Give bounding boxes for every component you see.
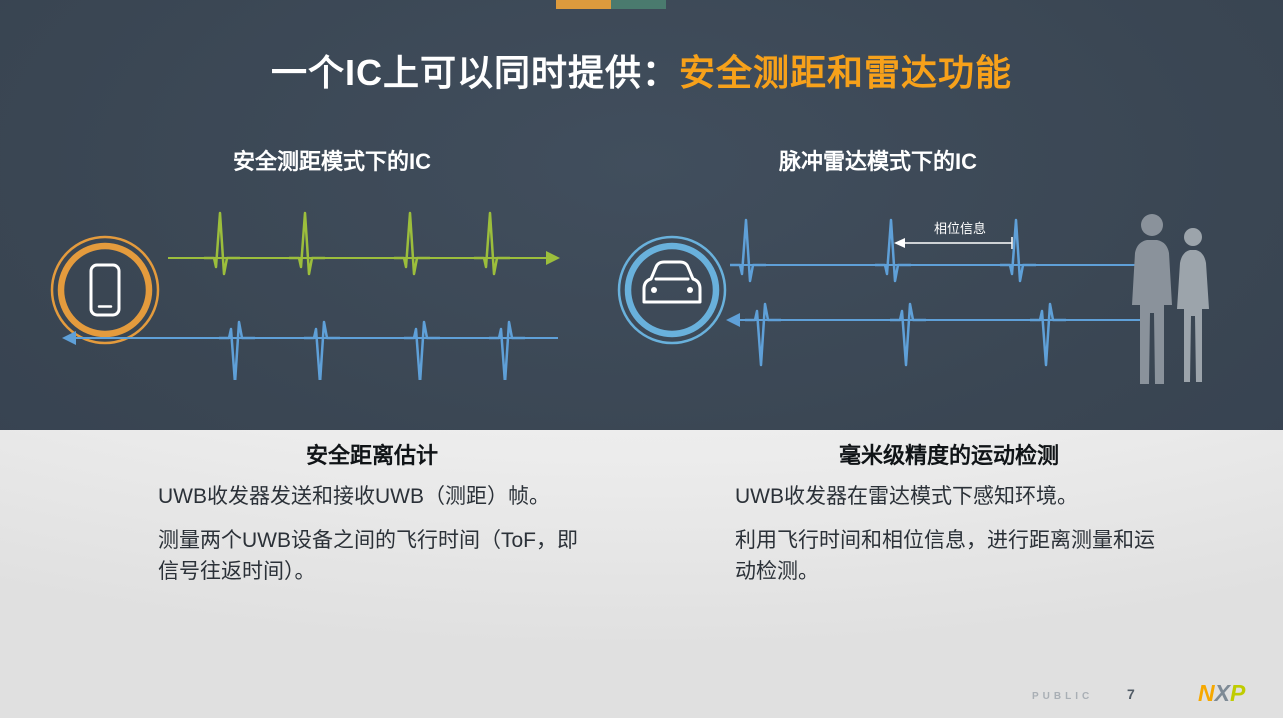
nxp-logo-letter-p: P (1229, 680, 1246, 706)
left-caption-paragraph-1: UWB收发器发送和接收UWB（测距）帧。 (158, 485, 550, 508)
nxp-logo-letter-n: N (1198, 680, 1215, 706)
slide-title-highlight: 安全测距和雷达功能 (679, 52, 1013, 93)
brand-strip-teal (611, 0, 666, 9)
nxp-logo: NXP (1198, 680, 1245, 707)
right-caption-title: 毫米级精度的运动检测 (838, 443, 1059, 468)
incoming-blue-signal (62, 320, 558, 380)
left-arrowhead-icon (726, 313, 740, 327)
ranging-waveform-diagram (62, 211, 560, 380)
slide-title-prefix: 一个IC上可以同时提供： (270, 52, 679, 93)
right-caption-block: 毫米级精度的运动检测 UWB收发器在雷达模式下感知环境。 利用飞行时间和相位信息… (735, 438, 1163, 601)
left-arrowhead-icon (62, 331, 76, 345)
nxp-logo-letter-x: X (1214, 680, 1230, 706)
phase-info-label: 相位信息 (933, 221, 986, 236)
phase-arrow-icon (894, 237, 1013, 249)
left-column-heading: 安全测距模式下的IC (232, 149, 431, 174)
left-caption-paragraph-2: 测量两个UWB设备之间的飞行时间（ToF，即信号往返时间）。 (158, 529, 578, 583)
radar-rx-signal (726, 302, 1148, 367)
car-icon (642, 260, 702, 304)
left-caption-title: 安全距离估计 (305, 443, 438, 468)
left-caption-block: 安全距离估计 UWB收发器发送和接收UWB（测距）帧。 测量两个UWB设备之间的… (158, 438, 586, 601)
phone-badge (50, 235, 160, 345)
right-caption-paragraph-2: 利用飞行时间和相位信息，进行距离测量和运动检测。 (735, 529, 1155, 583)
phone-icon (89, 263, 121, 317)
slide-title: 一个IC上可以同时提供：安全测距和雷达功能 (0, 44, 1283, 96)
people-silhouettes-icon (1132, 214, 1209, 384)
classification-label: PUBLIC (1032, 691, 1094, 702)
dark-panel: 一个IC上可以同时提供：安全测距和雷达功能 安全测距模式下的IC 脉冲雷达模式下… (0, 0, 1283, 430)
car-badge (617, 235, 727, 345)
right-caption-paragraph-1: UWB收发器在雷达模式下感知环境。 (735, 485, 1078, 508)
right-arrowhead-icon (546, 251, 560, 265)
brand-strip-orange (556, 0, 611, 9)
outgoing-green-signal (168, 211, 560, 276)
blue-double-ring (617, 235, 727, 345)
page-number: 7 (1127, 686, 1135, 702)
orange-double-ring (50, 235, 160, 345)
radar-waveform-diagram (726, 214, 1209, 384)
right-column-heading: 脉冲雷达模式下的IC (778, 149, 977, 174)
